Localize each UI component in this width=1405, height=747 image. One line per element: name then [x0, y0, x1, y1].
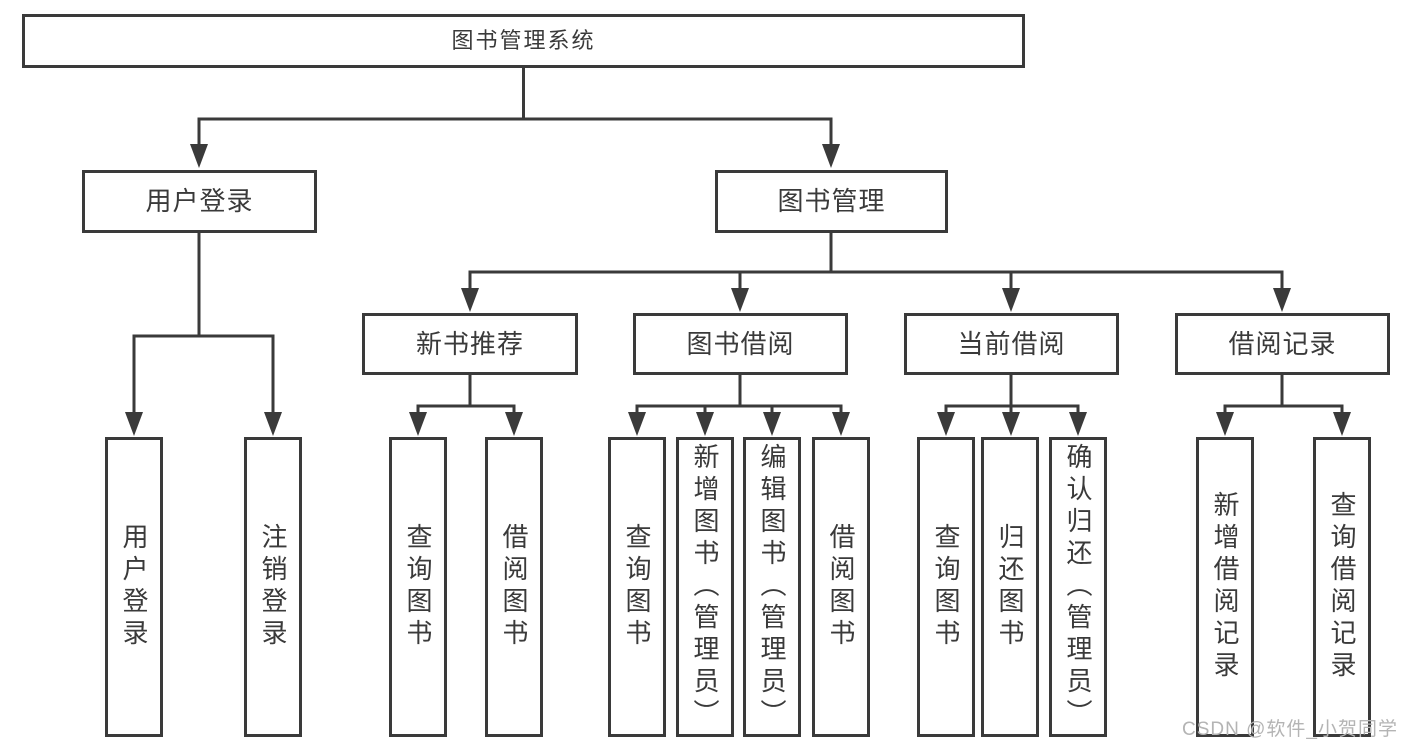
node-cb-return-books: 归还图书: [981, 437, 1039, 737]
node-cb-confirm-return-admin: 确认归还（管理员）: [1049, 437, 1107, 737]
connector-root-to-level2: [190, 66, 840, 168]
node-borrowing-records: 借阅记录: [1175, 313, 1390, 375]
arrow-down-icon: [1273, 288, 1291, 312]
arrow-down-icon: [1333, 412, 1351, 436]
node-current-borrowing: 当前借阅: [904, 313, 1119, 375]
node-nbr-borrow-books: 借阅图书: [485, 437, 543, 737]
node-br-add-record: 新增借阅记录: [1196, 437, 1254, 737]
node-new-book-recommendation: 新书推荐: [362, 313, 578, 375]
node-book-borrowing: 图书借阅: [633, 313, 848, 375]
connector-line: [635, 404, 843, 416]
connector-new-book-children: [409, 374, 523, 436]
arrow-down-icon: [1002, 412, 1020, 436]
arrow-down-icon: [505, 412, 523, 436]
node-bb-borrow-books: 借阅图书: [812, 437, 870, 737]
connector-line: [132, 334, 275, 415]
arrow-down-icon: [461, 288, 479, 312]
node-br-query-record: 查询借阅记录: [1313, 437, 1371, 737]
connector-book-borrow-children: [628, 374, 850, 436]
node-nbr-query-books: 查询图书: [389, 437, 447, 737]
node-bb-add-books-admin: 新增图书（管理员）: [676, 437, 734, 737]
arrow-down-icon: [1002, 288, 1020, 312]
arrow-down-icon: [696, 412, 714, 436]
csdn-watermark: CSDN @软件_小贺同学: [1182, 719, 1398, 740]
connector-line: [944, 404, 1080, 416]
arrow-down-icon: [1069, 412, 1087, 436]
node-user-login: 用户登录: [82, 170, 317, 233]
connector-line: [416, 404, 516, 416]
arrow-down-icon: [264, 412, 282, 436]
connector-user-login-children: [125, 231, 282, 436]
arrow-down-icon: [125, 412, 143, 436]
arrow-down-icon: [1216, 412, 1234, 436]
arrow-down-icon: [731, 288, 749, 312]
connector-records-children: [1216, 374, 1351, 436]
node-bb-query-books: 查询图书: [608, 437, 666, 737]
arrow-down-icon: [190, 144, 208, 168]
connector-book-management-children: [461, 231, 1291, 312]
arrow-down-icon: [832, 412, 850, 436]
node-library-management-system: 图书管理系统: [22, 14, 1025, 68]
node-cb-query-books: 查询图书: [917, 437, 975, 737]
connector-current-borrow-children: [937, 374, 1087, 436]
node-bb-edit-books-admin: 编辑图书（管理员）: [743, 437, 801, 737]
connector-line: [468, 270, 1284, 292]
arrow-down-icon: [937, 412, 955, 436]
arrow-down-icon: [628, 412, 646, 436]
connector-line: [197, 117, 833, 148]
node-logout-leaf: 注销登录: [244, 437, 302, 737]
arrow-down-icon: [409, 412, 427, 436]
arrow-down-icon: [763, 412, 781, 436]
arrow-down-icon: [822, 144, 840, 168]
node-user-login-leaf: 用户登录: [105, 437, 163, 737]
node-book-management: 图书管理: [715, 170, 948, 233]
connector-line: [1223, 404, 1344, 416]
